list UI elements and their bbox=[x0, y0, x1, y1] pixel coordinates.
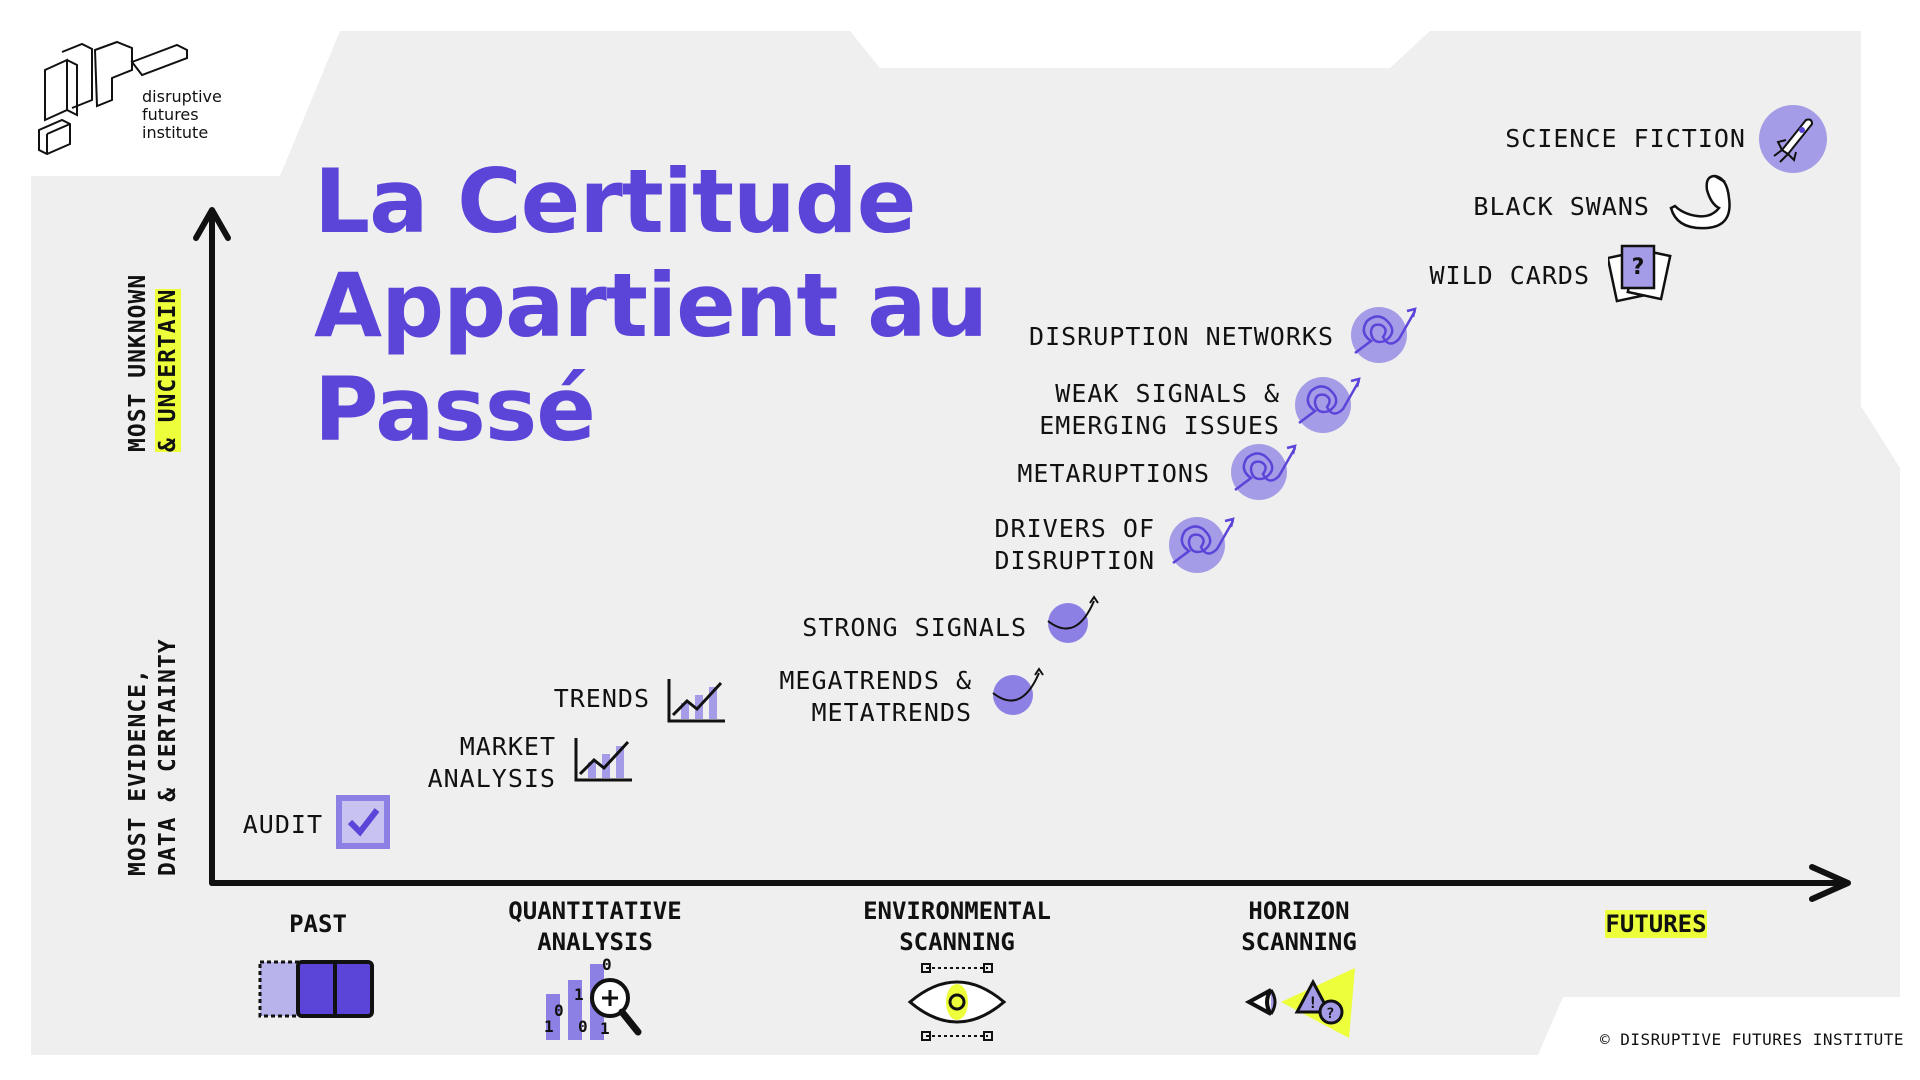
label-line: DRIVERS OF bbox=[994, 514, 1155, 543]
y-axis-arrow-icon bbox=[193, 207, 231, 241]
item-label: AUDIT bbox=[243, 809, 323, 841]
scribble-arrow-icon bbox=[1351, 307, 1417, 363]
svg-text:?: ? bbox=[1326, 1006, 1334, 1022]
logo-line: disruptive bbox=[142, 87, 222, 106]
dfi-logo-icon bbox=[38, 40, 188, 155]
scribble-arrow-icon bbox=[1231, 444, 1297, 500]
item-label: STRONG SIGNALS bbox=[802, 612, 1027, 644]
y-label-line: MOST UNKNOWN bbox=[125, 273, 151, 452]
horizon-warning-icon: !? bbox=[1245, 968, 1355, 1038]
y-label-top: MOST UNKNOWN & UNCERTAIN bbox=[123, 274, 183, 452]
label-line: MEGATRENDS & bbox=[779, 666, 972, 695]
title-line: Appartient au bbox=[314, 254, 988, 357]
label-line: AUDIT bbox=[242, 810, 323, 839]
rocket-icon bbox=[1759, 105, 1827, 173]
calendar-past-icon bbox=[258, 960, 374, 1018]
label-line: HORIZON bbox=[1248, 897, 1350, 925]
svg-text:?: ? bbox=[1632, 255, 1645, 280]
label-line: SCIENCE FICTION bbox=[1505, 124, 1746, 153]
stage-futures-label: FUTURES bbox=[1526, 909, 1786, 940]
svg-text:!: ! bbox=[1308, 993, 1318, 1012]
stage-environmental-label: ENVIRONMENTAL SCANNING bbox=[827, 896, 1087, 958]
label-line: WEAK SIGNALS & bbox=[1055, 379, 1280, 408]
y-label-bottom: MOST EVIDENCE, DATA & CERTAINTY bbox=[123, 638, 183, 876]
item-label: DRIVERS OF DISRUPTION bbox=[994, 513, 1155, 577]
svg-text:0: 0 bbox=[602, 958, 612, 974]
item-label: MEGATRENDS & METATRENDS bbox=[779, 665, 972, 729]
stage-horizon-label: HORIZON SCANNING bbox=[1169, 896, 1429, 958]
scribble-arrow-icon bbox=[1169, 517, 1235, 573]
label-line: DISRUPTION NETWORKS bbox=[1029, 322, 1334, 351]
svg-text:0: 0 bbox=[578, 1017, 588, 1036]
svg-text:1: 1 bbox=[600, 1019, 610, 1038]
item-label: METARUPTIONS bbox=[1017, 458, 1210, 490]
eye-icon bbox=[907, 963, 1007, 1041]
label-line: ANALYSIS bbox=[427, 764, 556, 793]
svg-text:1: 1 bbox=[574, 985, 584, 1004]
logo-line: institute bbox=[142, 123, 209, 142]
label-line: METATRENDS bbox=[811, 698, 972, 727]
svg-text:1: 1 bbox=[544, 1017, 554, 1036]
curve-arrow-icon bbox=[1047, 595, 1099, 643]
item-label: MARKET ANALYSIS bbox=[428, 731, 556, 795]
item-label: DISRUPTION NETWORKS bbox=[1029, 321, 1334, 353]
logo-line: futures bbox=[142, 105, 199, 124]
checkbox-icon bbox=[336, 795, 390, 849]
item-label: SCIENCE FICTION bbox=[1505, 123, 1746, 155]
bar-chart-icon bbox=[667, 679, 725, 723]
label-line: STRONG SIGNALS bbox=[802, 613, 1027, 642]
swan-icon bbox=[1669, 174, 1731, 230]
scribble-arrow-icon bbox=[1295, 377, 1361, 433]
label-line: DISRUPTION bbox=[994, 546, 1155, 575]
highlight-text: & UNCERTAIN bbox=[155, 288, 181, 452]
item-label: WEAK SIGNALS & EMERGING ISSUES bbox=[1039, 378, 1280, 442]
label-line: BLACK SWANS bbox=[1473, 192, 1650, 221]
highlight-text: FUTURES bbox=[1605, 910, 1707, 938]
label-line: METARUPTIONS bbox=[1017, 459, 1210, 488]
curve-arrow-icon bbox=[992, 667, 1044, 715]
item-label: BLACK SWANS bbox=[1473, 191, 1650, 223]
stage-quantitative-label: QUANTITATIVE ANALYSIS bbox=[465, 896, 725, 958]
label-line: SCANNING bbox=[899, 928, 1015, 956]
label-line: QUANTITATIVE bbox=[508, 897, 682, 925]
label-line: EMERGING ISSUES bbox=[1039, 411, 1280, 440]
stage-past-label: PAST bbox=[188, 909, 448, 940]
item-label: WILD CARDS bbox=[1429, 260, 1590, 292]
logo-text: disruptive futures institute bbox=[142, 88, 222, 142]
label-line: MARKET bbox=[459, 732, 556, 761]
label-line: PAST bbox=[289, 910, 347, 938]
label-line: TRENDS bbox=[553, 684, 650, 713]
copyright: © DISRUPTIVE FUTURES INSTITUTE bbox=[1600, 1030, 1904, 1049]
title-line: Passé bbox=[314, 358, 596, 461]
bar-chart-icon bbox=[574, 738, 632, 782]
y-label-line: DATA & CERTAINTY bbox=[155, 638, 181, 876]
y-label-line: MOST EVIDENCE, bbox=[125, 668, 151, 876]
label-line: ANALYSIS bbox=[537, 928, 653, 956]
label-line: ENVIRONMENTAL bbox=[863, 897, 1051, 925]
label-line: SCANNING bbox=[1241, 928, 1357, 956]
page-title: La Certitude Appartient au Passé bbox=[314, 150, 988, 462]
item-label: TRENDS bbox=[554, 683, 650, 715]
cards-icon: ? bbox=[1608, 244, 1672, 303]
label-line: WILD CARDS bbox=[1429, 261, 1590, 290]
svg-text:0: 0 bbox=[554, 1001, 564, 1020]
title-line: La Certitude bbox=[314, 150, 916, 253]
x-axis-arrow-icon bbox=[1809, 864, 1851, 902]
y-label-line: & UNCERTAIN bbox=[153, 274, 183, 452]
